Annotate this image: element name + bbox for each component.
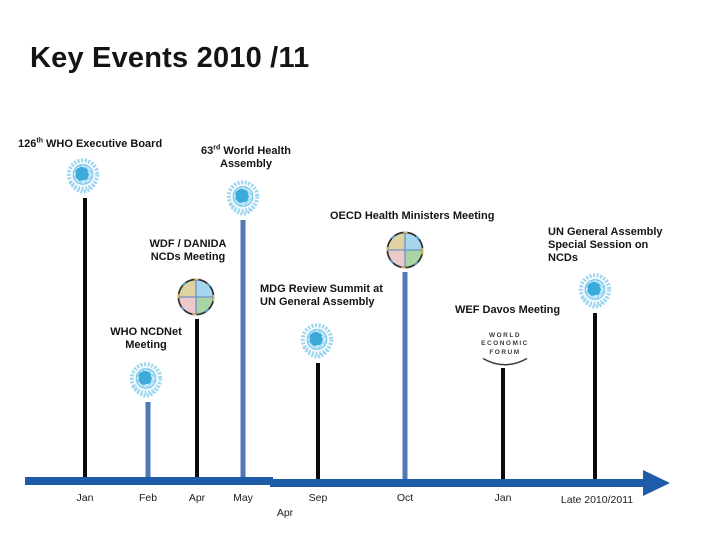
event-label-number: 126 xyxy=(18,138,37,150)
timeline-axis xyxy=(25,477,273,485)
timeline-marker-line xyxy=(195,319,199,481)
event-label: WDF / DANIDA NCDs Meeting xyxy=(149,238,227,264)
who-emblem-icon xyxy=(126,360,166,400)
who-emblem-icon xyxy=(63,156,103,196)
wef-logo: WORLD ECONOMIC FORUM xyxy=(470,332,540,368)
event-label-text: World Health Assembly xyxy=(220,145,291,171)
month-label-jan: Jan xyxy=(76,492,94,504)
timeline-marker-line xyxy=(501,368,505,481)
month-label-apr-2: Apr xyxy=(276,507,294,519)
month-label-jan-2: Jan xyxy=(494,492,512,504)
event-label-number: 63 xyxy=(201,145,214,157)
event-label: WHO NCDNet Meeting xyxy=(110,326,182,352)
timeline-marker-line xyxy=(240,220,246,481)
globe-icon xyxy=(175,276,217,318)
wef-logo-line: WORLD xyxy=(488,332,522,339)
wef-swoosh-icon xyxy=(482,358,528,366)
event-label: 63rd World Health Assembly xyxy=(188,144,304,171)
who-emblem-icon xyxy=(223,178,263,218)
event-label: 126th WHO Executive Board xyxy=(18,137,163,151)
who-emblem-icon xyxy=(297,321,337,361)
timeline-axis xyxy=(270,479,644,487)
event-label-text: WHO Executive Board xyxy=(42,138,163,150)
event-label: OECD Health Ministers Meeting xyxy=(330,210,495,222)
timeline-marker-line xyxy=(316,363,320,481)
globe-icon xyxy=(384,229,426,271)
event-label: UN General Assembly Special Session on N… xyxy=(548,226,663,265)
month-label-apr: Apr xyxy=(188,492,206,504)
who-emblem-icon xyxy=(575,271,615,311)
event-label: MDG Review Summit at UN General Assembly xyxy=(260,283,383,309)
month-label-may: May xyxy=(233,492,253,504)
month-label-sep: Sep xyxy=(308,492,328,504)
event-label-ordinal: th xyxy=(36,137,43,145)
page-title: Key Events 2010 /11 xyxy=(30,42,310,74)
timeline-arrowhead-icon xyxy=(643,470,670,496)
month-label-oct: Oct xyxy=(396,492,414,504)
timeline-marker-line xyxy=(145,402,151,481)
timeline-marker-line xyxy=(593,313,597,481)
wef-logo-line: FORUM xyxy=(489,348,521,356)
timeline-marker-line xyxy=(83,198,87,481)
event-label: WEF Davos Meeting xyxy=(455,304,561,316)
timeline-marker-line xyxy=(402,272,408,481)
wef-logo-line: ECONOMIC xyxy=(481,340,529,348)
event-label-ordinal: rd xyxy=(213,144,221,152)
month-label-late-2010-2011: Late 2010/2011 xyxy=(560,494,634,506)
month-label-feb: Feb xyxy=(138,492,158,504)
